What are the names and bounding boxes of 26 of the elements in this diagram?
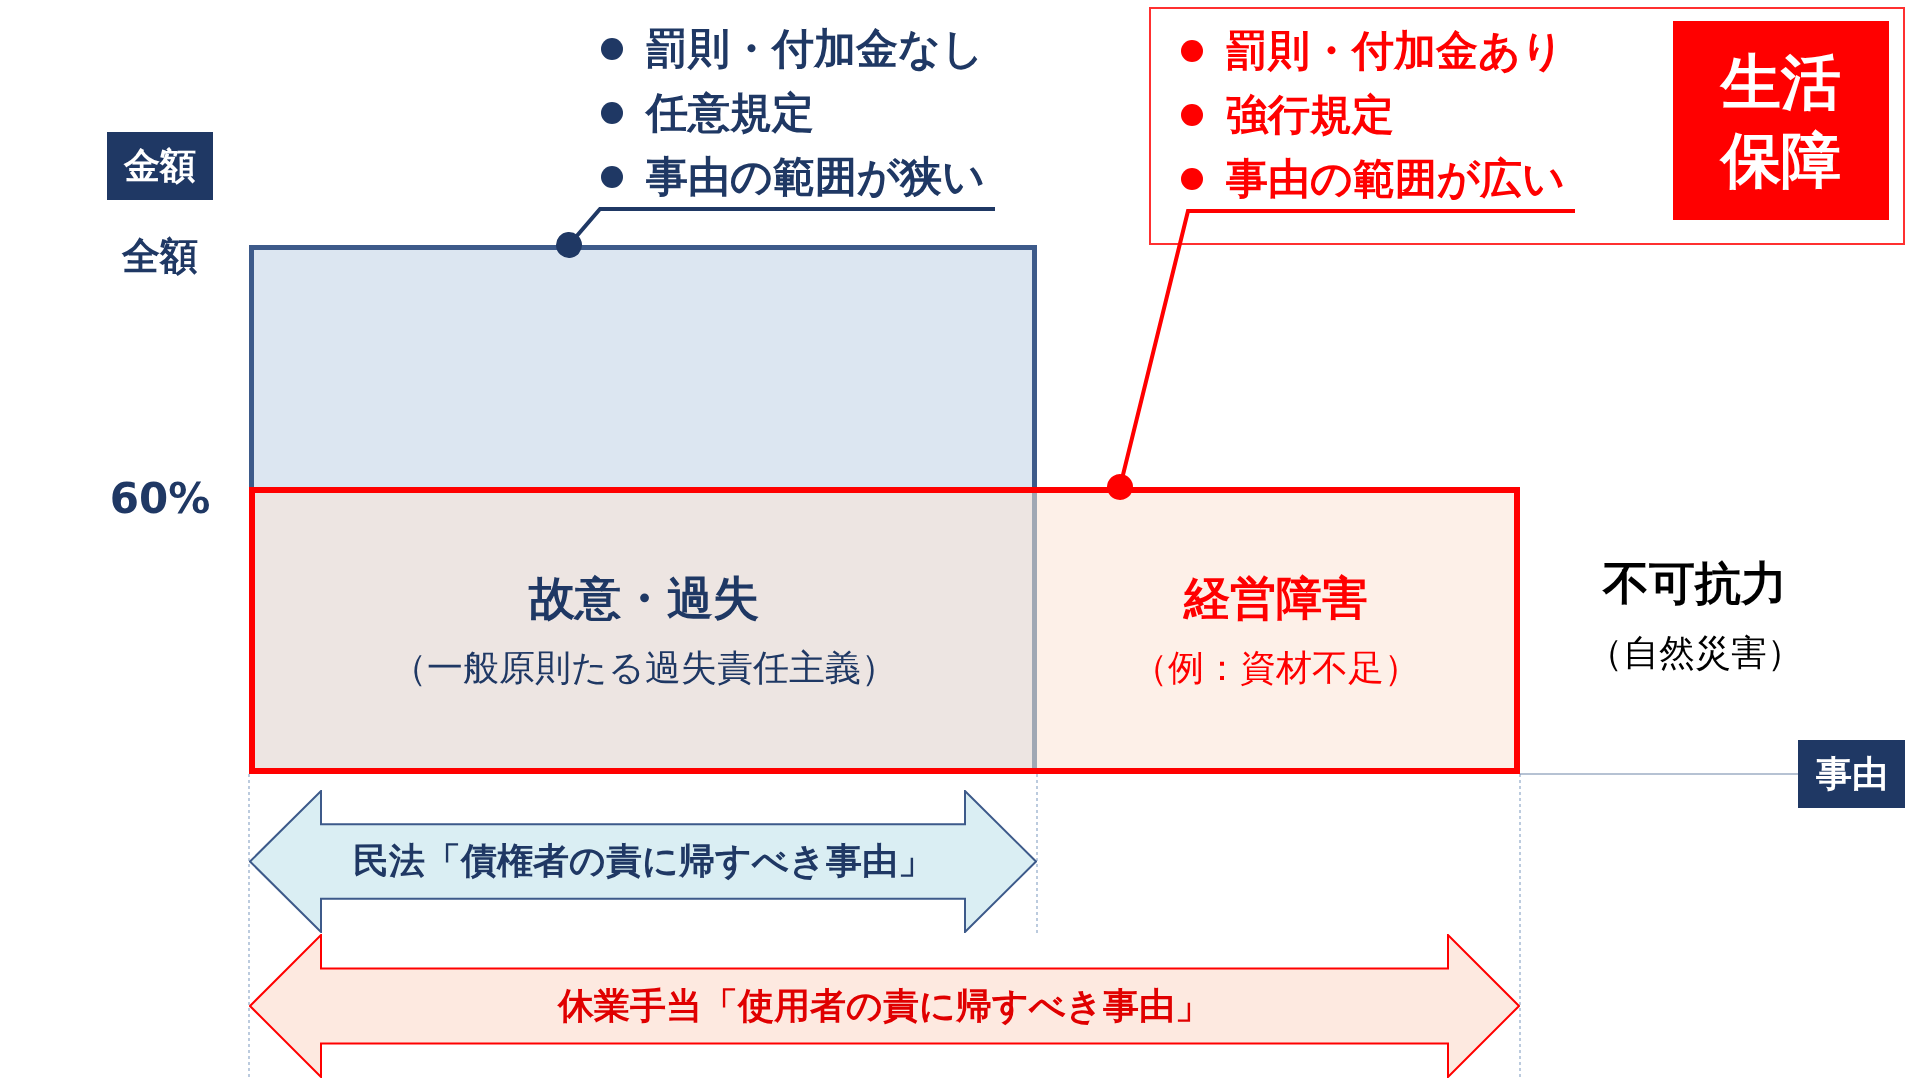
category-region [255, 493, 1037, 768]
category-note: （一般原則たる過失責任主義） [390, 646, 897, 690]
category-note: （例：資材不足） [1131, 646, 1420, 690]
note-panel [1149, 7, 1905, 245]
banner-label: 民法「債権者の責に帰すべき事由」 [352, 839, 934, 883]
bullet-text: 任意規定 [646, 87, 814, 139]
category-note: （自然災害） [1587, 630, 1803, 675]
category-title: 不可抗力 [1603, 554, 1787, 612]
axis-title: 金額 [107, 132, 213, 200]
axis-tick-label: 60% [108, 472, 212, 525]
category-title: 経営障害 [1183, 570, 1368, 627]
bullet-text: 罰則・付加金あり [1226, 25, 1564, 77]
bullet-text: 事由の範囲が広い [1226, 153, 1565, 205]
amount-bar [249, 487, 1520, 774]
title-text: 生活保障 [1719, 45, 1842, 197]
bullet-text: 罰則・付加金なし [646, 23, 984, 75]
category-title: 故意・過失 [528, 570, 759, 627]
bullet-text: 強行規定 [1226, 89, 1394, 141]
banner-label: 休業手当「使用者の責に帰すべき事由」 [558, 983, 1211, 1028]
category-region [1037, 493, 1514, 768]
axis-title: 事由 [1798, 740, 1905, 808]
bullet-text: 事由の範囲が狭い [646, 151, 985, 203]
leader-line [1107, 209, 1575, 500]
axis-tick-label: 全額 [121, 232, 199, 280]
leader-line [556, 207, 995, 258]
amount-bar [249, 245, 1037, 487]
